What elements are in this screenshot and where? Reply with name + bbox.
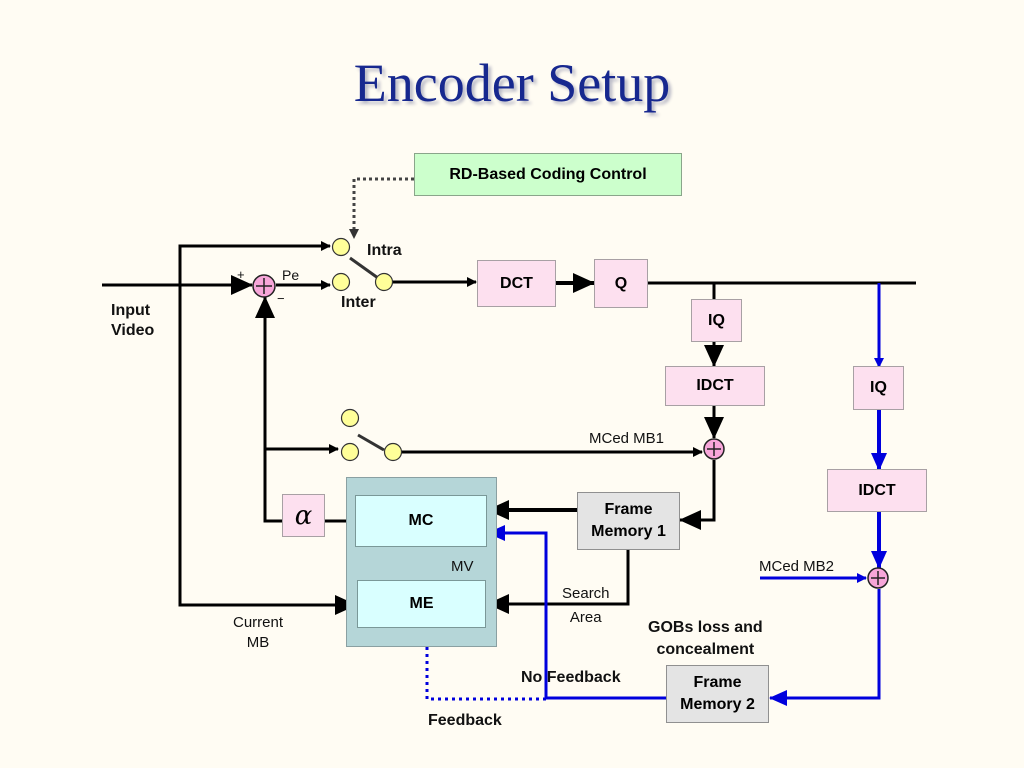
frame-memory-1-block[interactable]: Frame Memory 1 — [577, 492, 680, 550]
switch-arm-2 — [357, 433, 385, 452]
frame-memory-2-block[interactable]: Frame Memory 2 — [666, 665, 769, 723]
gobs-loss-line1: GOBs loss and — [648, 619, 763, 636]
frame-memory-1-line1: Frame — [604, 501, 653, 518]
no-feedback-line — [487, 525, 666, 700]
mc-block[interactable]: MC — [355, 495, 487, 547]
adder-2 — [867, 567, 889, 589]
rd-control-link — [349, 177, 414, 239]
frame-memory-2-line2: Memory 2 — [680, 696, 755, 713]
switch-intra-inter[interactable] — [331, 237, 394, 292]
alpha-block[interactable]: α — [282, 494, 325, 537]
input-video-line2: Video — [111, 322, 155, 339]
adder-1 — [703, 438, 725, 460]
mv-label: MV — [451, 558, 474, 575]
switch-node-inter — [331, 272, 351, 292]
switch-arm-1 — [349, 256, 379, 280]
adder2-to-fm2 — [769, 589, 881, 706]
slide-title: Encoder Setup — [353, 53, 671, 113]
switch-node-intra — [331, 237, 351, 257]
me-block[interactable]: ME — [357, 580, 486, 628]
mced-mb2-label: MCed MB2 — [759, 558, 835, 575]
q-block[interactable]: Q — [594, 259, 648, 308]
gobs-loss-label: GOBs loss and concealment — [648, 617, 763, 661]
switch-mc[interactable] — [340, 408, 403, 462]
idct-block-1[interactable]: IDCT — [665, 366, 765, 406]
switch-node-out-2 — [383, 442, 403, 462]
current-mb-label: Current MB — [233, 613, 283, 653]
switch-node-out — [374, 272, 394, 292]
adder-to-fm1 — [679, 460, 716, 530]
iq-block-1[interactable]: IQ — [691, 299, 742, 342]
pe-label: Pe — [282, 267, 300, 283]
rd-coding-control-block[interactable]: RD-Based Coding Control — [414, 153, 682, 196]
feedback-label: Feedback — [428, 712, 502, 729]
subtractor — [252, 274, 276, 298]
dct-block[interactable]: DCT — [477, 260, 556, 307]
feedback-loop — [255, 296, 282, 523]
switch-node-in — [340, 442, 360, 462]
search-area-line — [487, 550, 630, 614]
input-video-label: Input Video — [111, 301, 154, 341]
no-feedback-label: No Feedback — [521, 669, 621, 686]
current-mb-line1: Current — [233, 614, 284, 631]
plus-label: + — [237, 267, 245, 282]
mced-mb1-label: MCed MB1 — [589, 430, 665, 447]
idct-block-2[interactable]: IDCT — [827, 469, 927, 512]
intra-label: Intra — [367, 242, 402, 259]
frame-memory-1-line2: Memory 1 — [591, 523, 666, 540]
inter-label: Inter — [341, 294, 376, 311]
current-mb-line — [178, 246, 357, 615]
search-area-label: Search Area — [562, 582, 610, 630]
frame-memory-2-line1: Frame — [693, 674, 742, 691]
feedback-dotted-line — [422, 631, 546, 701]
minus-label: − — [277, 291, 285, 306]
switch-node-top — [340, 408, 360, 428]
search-area-line2: Area — [569, 609, 602, 626]
gobs-loss-line2: concealment — [656, 641, 755, 658]
search-area-line1: Search — [562, 585, 610, 602]
iq-block-2[interactable]: IQ — [853, 366, 904, 410]
current-mb-line2: MB — [246, 634, 270, 651]
input-video-line1: Input — [111, 302, 151, 319]
